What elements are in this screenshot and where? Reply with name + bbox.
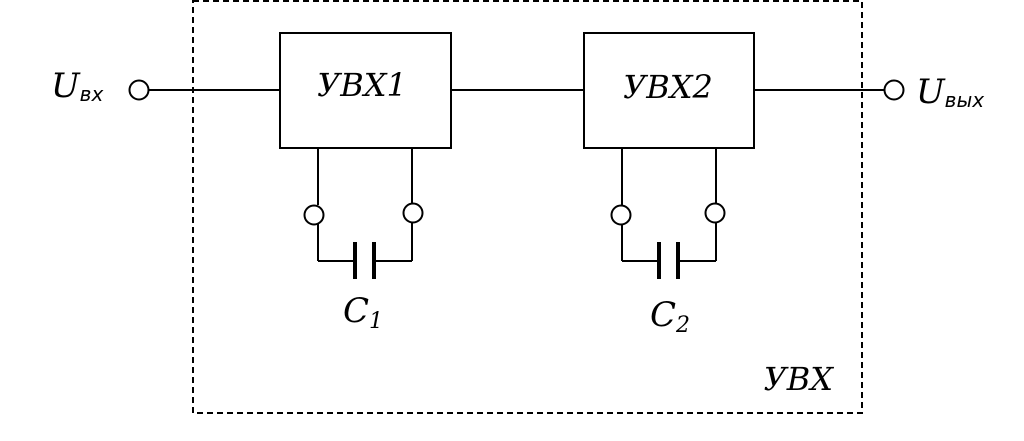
block-1-label: УВХ1 xyxy=(317,66,407,104)
block-2-label: УВХ2 xyxy=(623,68,713,106)
output-subscript: вых xyxy=(945,88,985,112)
capacitor-2-label: C2 xyxy=(650,295,690,338)
c2-terminal-right xyxy=(704,202,726,224)
c2-terminal-left xyxy=(610,204,632,226)
system-boundary xyxy=(192,0,863,414)
capacitor-1-label: C1 xyxy=(343,291,383,334)
capacitor-2-symbol: C xyxy=(650,295,676,335)
input-label: Uвх xyxy=(51,66,103,106)
output-terminal xyxy=(883,79,905,101)
output-label: Uвых xyxy=(916,72,984,112)
block-1 xyxy=(279,32,452,149)
input-subscript: вх xyxy=(80,82,104,106)
c1-terminal-left xyxy=(303,204,325,226)
block-2 xyxy=(583,32,755,149)
capacitor-1-index: 1 xyxy=(369,309,383,334)
input-terminal xyxy=(128,79,150,101)
capacitor-1-circuit xyxy=(303,148,424,279)
input-symbol: U xyxy=(51,66,81,106)
capacitor-1-symbol: C xyxy=(343,291,369,331)
capacitor-2-index: 2 xyxy=(675,313,690,338)
system-label: УВХ xyxy=(764,360,835,398)
output-symbol: U xyxy=(916,72,946,112)
c1-terminal-right xyxy=(402,202,424,224)
capacitor-2-circuit xyxy=(610,148,726,279)
